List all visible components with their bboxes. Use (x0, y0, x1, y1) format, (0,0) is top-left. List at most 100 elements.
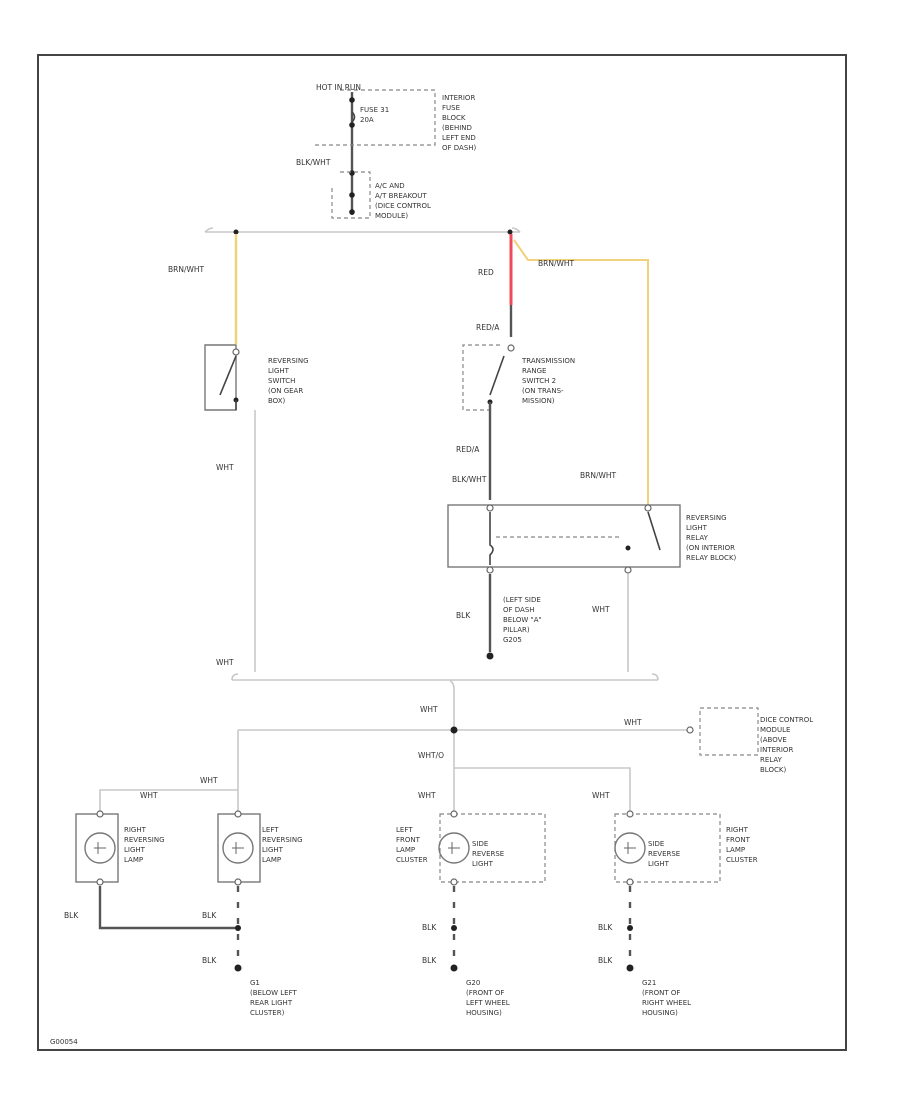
lamp-filament (448, 842, 460, 854)
connector-hollow (486, 504, 494, 512)
label-line: LAMP (124, 856, 143, 864)
label-line: LIGHT (124, 846, 146, 854)
lamp-bulb-icon (614, 832, 646, 864)
wht-relay-out-label: WHT (592, 605, 610, 614)
connector-hollow (686, 726, 694, 734)
brn-wht-wire-right (513, 239, 649, 505)
label-line: FUSE (442, 104, 460, 112)
label-line: G21 (642, 979, 656, 987)
label-line: LAMP (396, 846, 415, 854)
connector-hollow (232, 348, 240, 356)
connector-hollow (624, 566, 632, 574)
red-a-label-bottom: RED/A (456, 445, 480, 454)
label-line: (ON GEAR (268, 387, 303, 395)
connector-hollow (626, 878, 634, 886)
label-line: CLUSTER) (250, 1009, 285, 1017)
brn-wht-left-label: BRN/WHT (168, 265, 205, 274)
label-line: BLOCK) (760, 766, 786, 774)
side-reverse-left-label: SIDE REVERSE LIGHT (472, 840, 504, 868)
label-line: HOUSING) (466, 1009, 502, 1017)
connector-hollow (450, 810, 458, 818)
label-line: OF DASH) (442, 144, 477, 152)
label-line: G1 (250, 979, 260, 987)
label-line: (FRONT OF (642, 989, 680, 997)
label-line: HOUSING) (642, 1009, 678, 1017)
hot-in-run-label: HOT IN RUN (316, 83, 361, 92)
lamp-bulb-icon (84, 832, 116, 864)
bus-bracket (231, 673, 659, 689)
label-line: LEFT (396, 826, 413, 834)
label-line: REVERSING (262, 836, 303, 844)
switch-outline (204, 344, 237, 411)
relay-outline (447, 504, 681, 568)
label-line: REVERSE (472, 850, 504, 858)
connector-dot (235, 925, 241, 931)
label-line: LEFT WHEEL (466, 999, 510, 1007)
dice-module-outline (699, 707, 759, 756)
connector-hollow (626, 810, 634, 818)
side-light-outline (614, 813, 721, 883)
label-line: RELAY BLOCK) (686, 554, 737, 562)
blk-ground-label: BLK (456, 611, 471, 620)
blk-label: BLK (202, 956, 217, 965)
blk-wht-top-label: BLK/WHT (296, 158, 331, 167)
label-line: CLUSTER (726, 856, 758, 864)
lamp-filament (94, 842, 106, 854)
label-line: REVERSE (648, 850, 680, 858)
label-line: SIDE (472, 840, 488, 848)
label-line: OF DASH (503, 606, 535, 614)
wht-branch-wire (453, 760, 631, 812)
switch-blade (219, 355, 237, 396)
connector-dot (625, 545, 631, 551)
label-line: (ON INTERIOR (686, 544, 735, 552)
connector-dot (349, 97, 355, 103)
label-line: DICE CONTROL (760, 716, 813, 724)
wht-bus-label: WHT (216, 658, 234, 667)
label-line: LAMP (262, 856, 281, 864)
label-line: (FRONT OF (466, 989, 504, 997)
blk-wht-relay-label: BLK/WHT (452, 475, 487, 484)
wht-side-right-label: WHT (592, 791, 610, 800)
label-line: RIGHT WHEEL (642, 999, 691, 1007)
connector-dot (349, 192, 355, 198)
lamp-bulb-icon (438, 832, 470, 864)
label-line: RIGHT (726, 826, 749, 834)
connector-hollow (644, 504, 652, 512)
connector-dot (349, 122, 355, 128)
fuse-icon (351, 111, 356, 123)
connector-dot (451, 925, 457, 931)
wht-bus (231, 673, 659, 760)
label-line: TRANSMISSION (521, 357, 575, 365)
label-line: LIGHT (472, 860, 494, 868)
connector-hollow (96, 810, 104, 818)
label-line: 20A (360, 116, 374, 124)
label-line: FRONT (396, 836, 421, 844)
label-line: SIDE (648, 840, 664, 848)
label-line: SWITCH (268, 377, 295, 385)
lamp-filament (232, 842, 244, 854)
label-line: (BELOW LEFT (250, 989, 297, 997)
red-wire-label: RED (478, 268, 494, 277)
brn-wht-right-label: BRN/WHT (538, 259, 575, 268)
connector-hollow (486, 566, 494, 574)
diagram-frame (37, 54, 847, 1051)
switch-blade (489, 355, 505, 396)
connector-dot (627, 925, 633, 931)
label-line: MODULE (760, 726, 790, 734)
label-line: FRONT (726, 836, 751, 844)
label-line: SWITCH 2 (522, 377, 556, 385)
label-line: MODULE) (375, 212, 408, 220)
blk-label: BLK (64, 911, 79, 920)
label-line: BLOCK (442, 114, 466, 122)
